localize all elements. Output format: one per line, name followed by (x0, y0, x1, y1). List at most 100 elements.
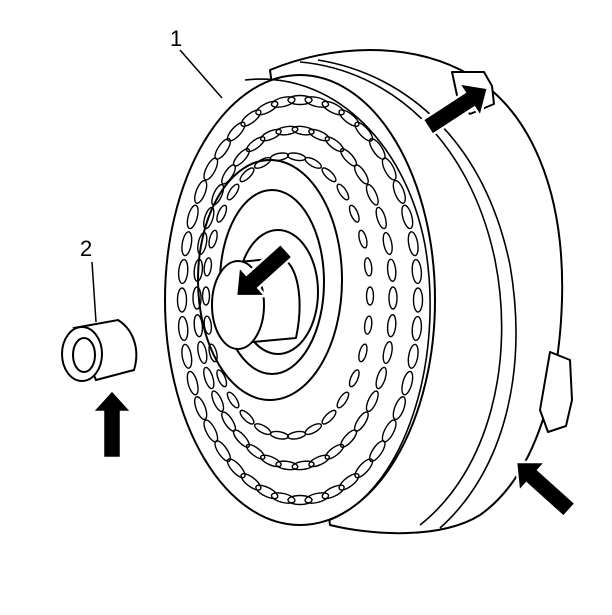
cover-hole (176, 287, 188, 313)
cover-hole (201, 286, 211, 306)
cover-hole (407, 231, 419, 257)
cover-hole (208, 229, 218, 249)
arrow-lower-band (514, 460, 578, 519)
cover-hole (308, 128, 331, 142)
cover-hole (287, 94, 313, 106)
cover-hole (239, 409, 255, 425)
cover-hole (192, 286, 202, 310)
bushing-bore (72, 337, 96, 373)
cover-hole (275, 125, 299, 136)
arrow-bushing (89, 388, 135, 460)
cover-hole (321, 100, 345, 116)
cover-hole (211, 183, 225, 206)
cover-hole (381, 157, 397, 181)
arrow-pilot-hub (234, 242, 295, 298)
cover-hole (392, 179, 406, 204)
cover-hole (186, 204, 199, 230)
cover-hole (353, 164, 369, 185)
arrow-upper-lug (420, 81, 490, 137)
bushing (61, 318, 138, 382)
cover-hole (226, 183, 240, 201)
housing-band-outer (299, 61, 503, 526)
cover-hole (401, 204, 414, 230)
cover-hole (304, 156, 323, 169)
cover-hole (304, 96, 330, 108)
leader-lines (91, 49, 223, 323)
cover-hole (348, 369, 360, 388)
cover-hole (321, 167, 337, 183)
cover-hole (214, 137, 232, 160)
cover-hole (388, 286, 398, 310)
cover-hole (181, 343, 193, 369)
cover-hole (321, 484, 345, 500)
cover-hole (239, 167, 255, 183)
cover-hole (259, 454, 282, 468)
cover-hole (336, 391, 350, 409)
cover-hole (304, 492, 330, 504)
cover-hole (208, 343, 218, 363)
cover-hole (255, 100, 279, 116)
cover-hole (203, 366, 215, 390)
cover-hole (245, 443, 266, 460)
housing-band-inner (317, 59, 517, 529)
cover-hole (338, 473, 360, 491)
cover-hole (386, 258, 397, 282)
cover-hole (197, 231, 208, 256)
cover-rim (244, 78, 431, 521)
cover-hole (221, 411, 237, 432)
cover-hole (245, 136, 266, 153)
cover-hole (375, 206, 387, 230)
cover-hole (308, 454, 331, 468)
cover-hole (382, 231, 393, 256)
cover-hole (197, 340, 208, 365)
cover-hole (211, 390, 225, 413)
cover-hole (401, 370, 414, 396)
leader-line-2 (91, 261, 97, 323)
cover-hole (240, 109, 262, 127)
cover-hole (411, 258, 423, 285)
cover-hole (255, 484, 279, 500)
cover-hole (253, 423, 272, 436)
cover-hole (407, 343, 419, 369)
cover-hole (194, 179, 208, 204)
cover-hole (338, 109, 360, 127)
cover-hole (226, 391, 240, 409)
cover-hole (194, 396, 208, 421)
cover-hole (226, 121, 246, 142)
cover-hole (177, 258, 189, 285)
cover-hole (365, 183, 379, 206)
cover-hole (259, 128, 282, 142)
cover-hole (203, 206, 215, 230)
leader-line-1 (179, 49, 223, 99)
cover-hole (368, 440, 386, 463)
cover-hole (226, 458, 246, 479)
cover-hole (354, 121, 374, 142)
cover-hole (291, 460, 315, 471)
callout-label-1: 1 (170, 26, 182, 51)
cover-hole (193, 314, 204, 338)
drive-lug-lower (539, 351, 573, 433)
callout-label-2: 2 (80, 236, 92, 261)
cover-hole (411, 315, 423, 342)
cover-hole (270, 492, 296, 504)
cover-hole (354, 458, 374, 479)
cover-hole (386, 314, 397, 338)
cover-hole (275, 460, 299, 471)
cover-hole (177, 315, 189, 342)
cover-holes (176, 94, 424, 506)
cover-hole (270, 96, 296, 108)
cover-hole (203, 315, 213, 335)
cover-hole (291, 125, 315, 136)
cover-hole (324, 136, 345, 153)
cover-hole (382, 340, 393, 365)
cover-hole (363, 257, 373, 277)
cover-hole (216, 369, 228, 388)
cover-hole (232, 148, 251, 167)
cover-hole (240, 473, 262, 491)
torque-converter (164, 49, 573, 535)
cover-hole (375, 366, 387, 390)
cover-hole (412, 287, 424, 313)
cover-hole (358, 229, 368, 249)
cover-hole (363, 315, 373, 335)
